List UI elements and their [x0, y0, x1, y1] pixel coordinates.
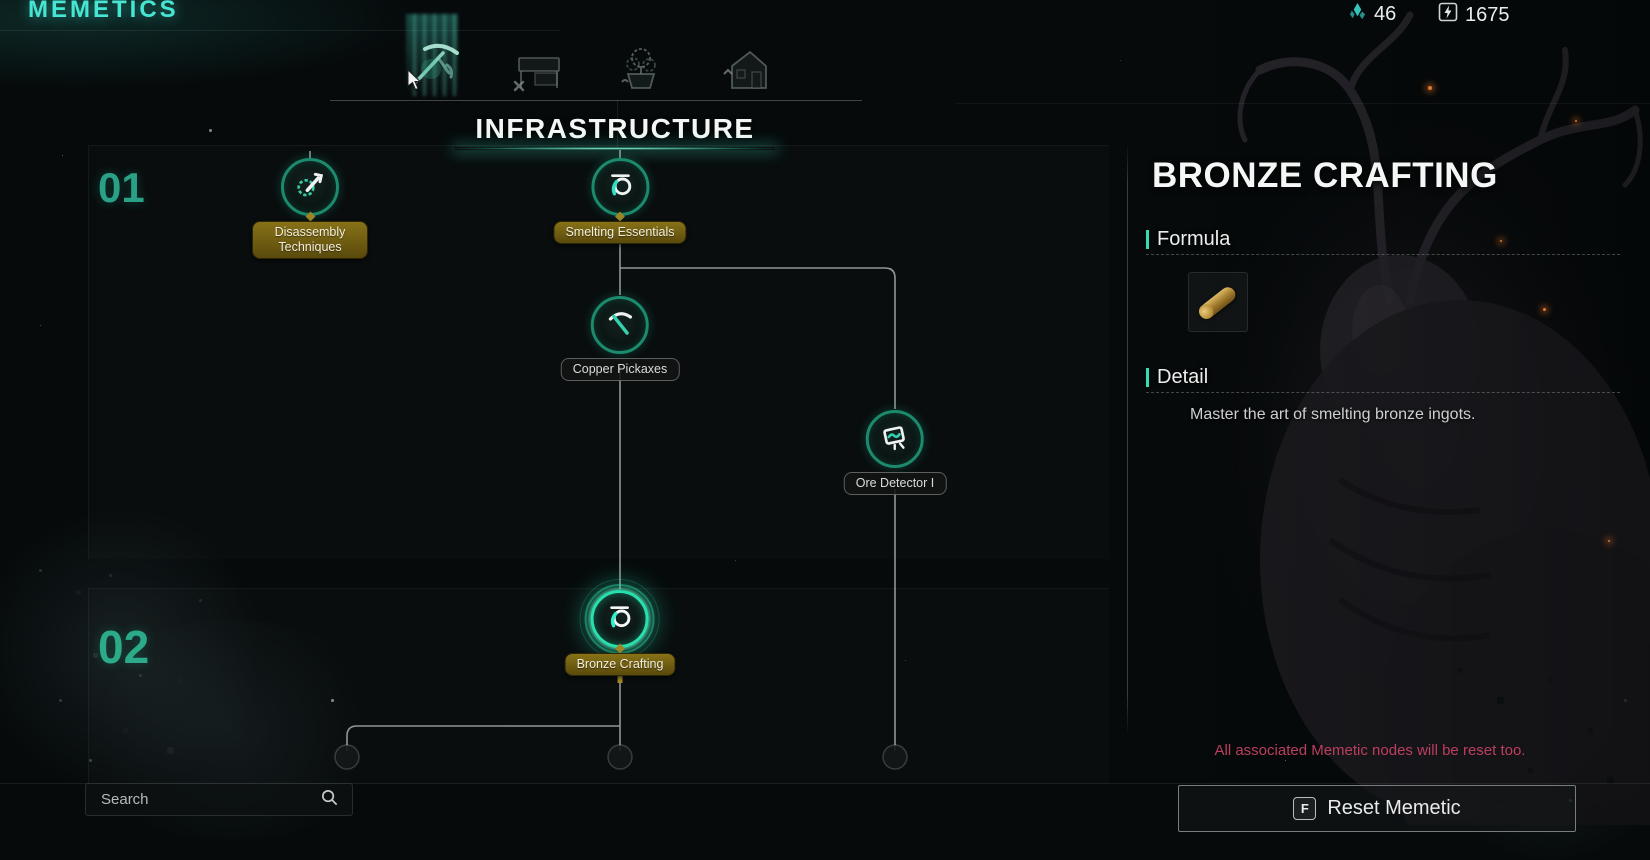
- node-label: Bronze Crafting: [564, 653, 676, 676]
- reset-memetic-button[interactable]: F Reset Memetic: [1178, 785, 1576, 832]
- search-icon: [320, 788, 339, 812]
- formula-item-slot[interactable]: [1188, 272, 1248, 332]
- detail-panel-title: BRONZE CRAFTING: [1152, 156, 1498, 195]
- page-title: MEMETICS: [28, 0, 179, 23]
- energy-value: 1675: [1465, 3, 1510, 26]
- pickaxe-icon: [604, 307, 636, 344]
- category-glow-underline: [455, 147, 775, 150]
- node-label: Disassembly Techniques: [252, 221, 368, 259]
- formula-divider: [1146, 254, 1620, 255]
- antlers: [1237, 11, 1643, 305]
- node-ring: [591, 296, 649, 354]
- search-input[interactable]: [99, 790, 320, 809]
- node-label: Ore Detector I: [843, 472, 947, 495]
- node-ring: [281, 158, 339, 216]
- workbench-tab-icon: [507, 46, 567, 101]
- section-accent-bar: [1146, 368, 1149, 387]
- node-ring: [579, 579, 660, 659]
- tab-divider-line: [330, 100, 862, 101]
- memetic-node-ore-detector-1[interactable]: Ore Detector I: [843, 410, 947, 495]
- detail-panel-border: [1127, 143, 1128, 735]
- node-label: Smelting Essentials: [553, 221, 687, 244]
- f-keycap: F: [1293, 797, 1317, 820]
- reset-button-label: Reset Memetic: [1327, 797, 1461, 819]
- crucible-pour-icon: [604, 169, 636, 206]
- tab-workbench[interactable]: [504, 44, 570, 102]
- detail-heading-label: Detail: [1157, 366, 1209, 388]
- memetic-node-copper-pickaxes[interactable]: Copper Pickaxes: [560, 296, 680, 381]
- energy-bolt-icon: [1438, 2, 1458, 28]
- memetic-points-value: 46: [1374, 3, 1397, 25]
- tier-01-band: [88, 145, 1109, 559]
- node-label: Copper Pickaxes: [560, 358, 680, 381]
- memetic-crystal-icon: [1348, 2, 1367, 27]
- bronze-ingot-icon: [1197, 283, 1239, 321]
- detail-divider: [1146, 392, 1620, 393]
- memetics-screen: { "app": { "title": "MEMETICS" }, "topba…: [0, 0, 1650, 825]
- memetic-node-smelting-essentials[interactable]: Smelting Essentials: [553, 158, 687, 244]
- tier-01-number: 01: [98, 164, 145, 211]
- house-tab-icon: [716, 42, 774, 101]
- node-ring: [590, 158, 649, 216]
- memetic-points-counter: 46: [1348, 2, 1396, 27]
- tab-planter[interactable]: [608, 42, 674, 100]
- tree-connector-lines: [309, 150, 908, 770]
- monster-artwork: [1185, 11, 1650, 825]
- energy-counter: 1675: [1438, 2, 1510, 28]
- category-title: INFRASTRUCTURE: [475, 113, 755, 144]
- gear-wrench-icon: [294, 169, 326, 206]
- ore-detector-icon: [879, 421, 911, 458]
- node-under-tick: [617, 674, 623, 683]
- crucible-pour-icon: [604, 601, 636, 638]
- tier-02-number: 02: [98, 621, 150, 673]
- tab-house[interactable]: [712, 42, 778, 100]
- search-box[interactable]: [85, 783, 353, 816]
- formula-heading-label: Formula: [1157, 228, 1231, 250]
- memetic-node-bronze-crafting[interactable]: Bronze Crafting: [564, 579, 676, 683]
- detail-section-heading: Detail: [1146, 366, 1208, 389]
- planter-tab-icon: [612, 42, 670, 101]
- bottom-divider-line: [0, 783, 1650, 784]
- formula-section-heading: Formula: [1146, 228, 1230, 251]
- teal-haze-background: [0, 0, 420, 90]
- node-ring: [866, 410, 924, 468]
- detail-description: Master the art of smelting bronze ingots…: [1190, 406, 1476, 423]
- reset-warning-text: All associated Memetic nodes will be res…: [1214, 742, 1526, 759]
- section-accent-bar: [1146, 230, 1149, 249]
- memetic-node-disassembly-techniques[interactable]: Disassembly Techniques: [252, 158, 368, 259]
